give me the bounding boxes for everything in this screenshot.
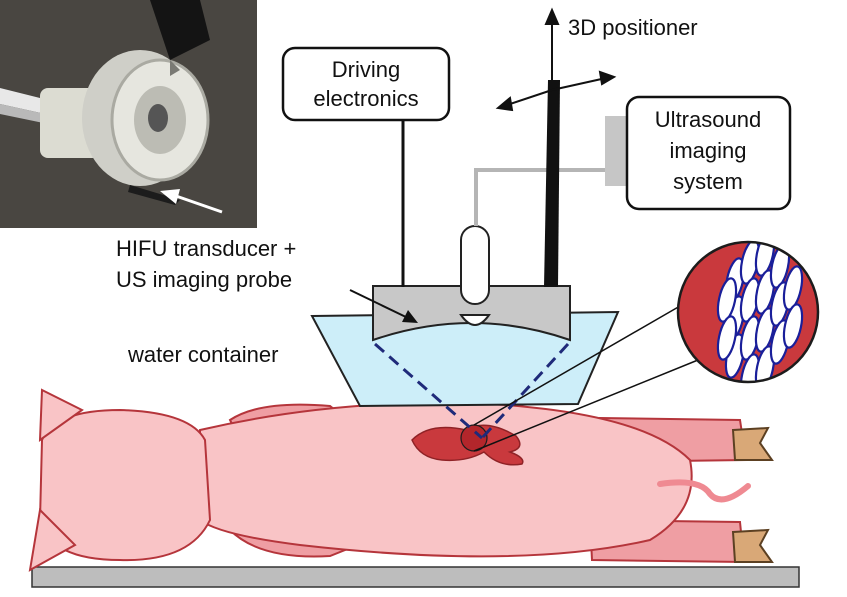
lesion-ellipse-9 [754,307,776,353]
zoom-line-bottom [473,359,699,452]
lesion-ellipse-15 [716,315,738,361]
us-connector [605,116,627,186]
focal-cone [374,342,570,440]
hifu-transducer [372,225,571,342]
positioner-label: 3D positioner [568,15,698,40]
driving-label-line1: Driving [332,57,400,82]
water-container-label: water container [127,342,278,367]
transducer-pointer-arrow [349,289,418,323]
transducer-photo [0,0,257,228]
positioner-axes-icon [495,7,617,112]
zoom-inset [676,240,820,384]
transducer-label-line2: US imaging probe [116,267,292,292]
us-label-line1: Ultrasound [655,107,761,132]
water-container [310,310,620,408]
us-label-line2: imaging [669,138,746,163]
lesion-ellipse-8 [754,269,776,315]
zoom-line-top [473,305,681,426]
us-label-line3: system [673,169,743,194]
positioner-arm [544,80,560,287]
transducer-label-line1: HIFU transducer + [116,236,296,261]
lesion-ellipses [716,242,804,382]
ultrasound-system-box: Ultrasound imaging system [625,95,792,211]
lesion-ellipse-17 [782,303,804,349]
lesion-ellipse-16 [782,265,804,311]
lesion-ellipse-14 [716,277,738,323]
pig-body [28,388,774,572]
driving-label-line2: electronics [313,86,418,111]
driving-electronics-box: Driving electronics [281,46,451,122]
table [31,566,800,588]
